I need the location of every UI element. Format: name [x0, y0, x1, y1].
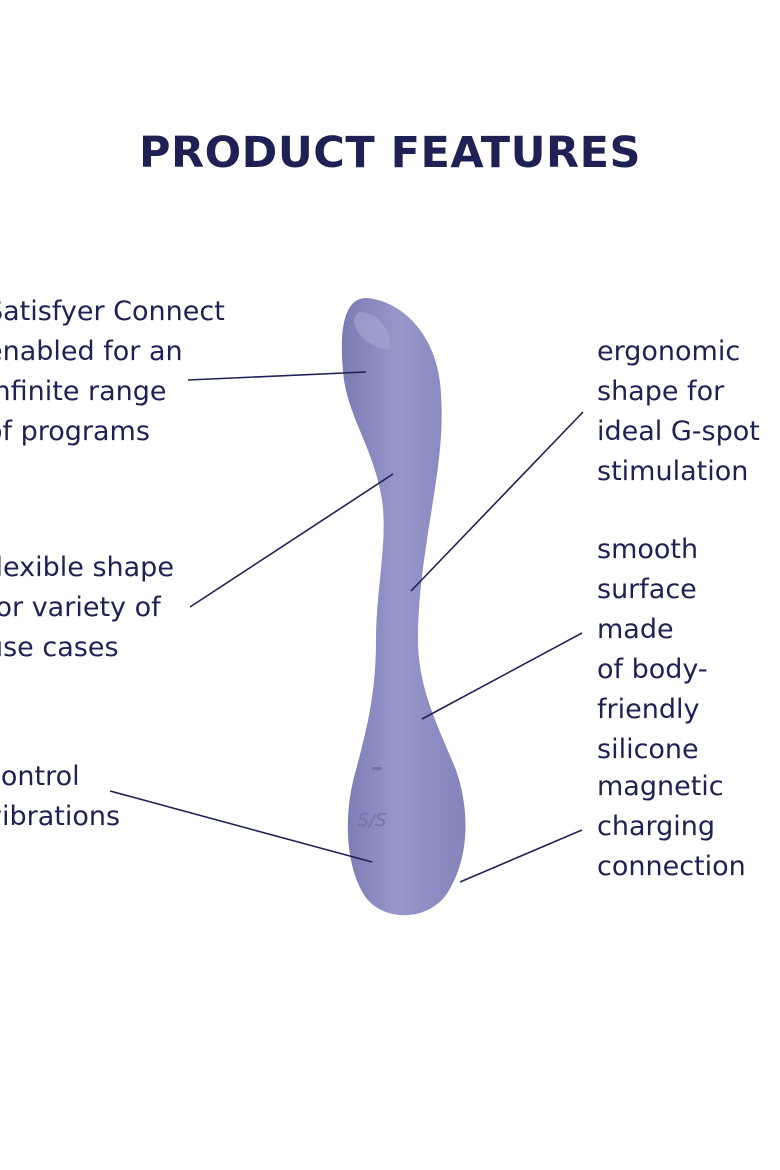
leader-line-ergonomic: [410, 411, 584, 592]
feature-flexible-label: flexible shape for variety of use cases: [0, 552, 174, 663]
feature-control-label: control vibrations: [0, 761, 121, 832]
product-highlight: [354, 312, 391, 350]
leader-line-charging: [459, 829, 583, 883]
feature-surface-label: smooth surface made of body- friendly si…: [597, 534, 708, 765]
control-button-mark: [372, 767, 382, 770]
leader-line-flexible: [189, 473, 394, 608]
leader-line-control: [109, 790, 373, 863]
leader-line-surface: [421, 632, 583, 720]
product-body: [341, 298, 466, 916]
feature-charging-label: magnetic charging connection: [597, 771, 746, 882]
brand-logo: S/S: [358, 810, 387, 831]
page-title: PRODUCT FEATURES: [138, 128, 642, 178]
feature-ergonomic-label: ergonomic shape for ideal G-spot stimula…: [597, 336, 760, 487]
leader-line-connect: [187, 371, 367, 381]
leader-lines: [109, 371, 584, 883]
